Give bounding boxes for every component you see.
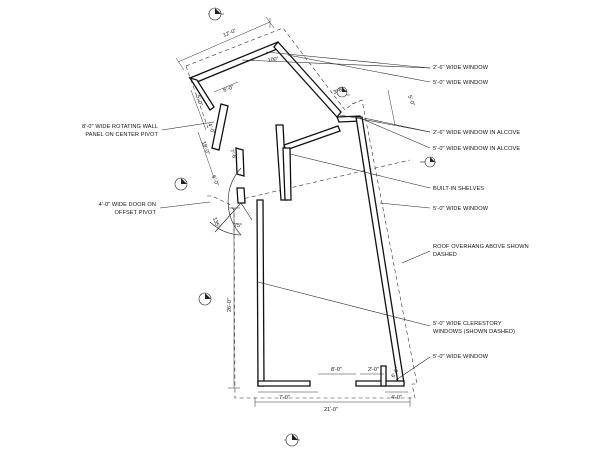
dim-100: 100° [267, 56, 279, 64]
note-rotating-panel-line-2: PANEL ON CENTER PIVOT [85, 132, 158, 138]
section-marker-upper-right [336, 86, 348, 98]
clerestory-dashed-line [237, 159, 411, 201]
dim-4-0b: 4'-0" [391, 395, 402, 401]
note-door-line-1: 4'-0" WIDE DOOR ON [99, 202, 156, 208]
dim-26-0: 26'-0" [227, 298, 233, 312]
section-marker-top [208, 7, 224, 21]
dim-4-0: 4'-0" [206, 123, 215, 135]
dim-5-0a: 5'-0" [194, 95, 203, 107]
dim-5-0b: 5'-0" [406, 95, 415, 107]
section-marker-bottom [284, 433, 300, 447]
dimension-labels: 12'-0" 100° 3'-6" 6'-0" 5'-0" 5'-0" 4'-0… [194, 28, 415, 413]
dim-6-0c: 6'-0" [391, 367, 402, 379]
dim-6-0b: 6'-0" [210, 175, 219, 187]
note-roof-overhang-line-2: DASHED [433, 252, 457, 258]
note-clerestory-line-1: 5'-0" WIDE CLERESTORY [433, 321, 502, 327]
section-marker-left [174, 177, 188, 191]
section-marker-lower-left [198, 292, 212, 306]
note-clerestory-line-2: WINDOWS (SHOWN DASHED) [433, 329, 515, 335]
roof-overhang-outline [185, 27, 418, 399]
dim-18-0: 18'-0" [200, 141, 210, 156]
note-rotating-panel-line-1: 8'-0" WIDE ROTATING WALL [82, 124, 158, 130]
dim-6-0: 6'-0" [223, 85, 235, 94]
annotations: 2'-6" WIDE WINDOW 5'-0" WIDE WINDOW 2'-6… [82, 65, 529, 360]
dim-2-0: 2'-0" [368, 367, 379, 373]
section-marker-right [420, 156, 436, 168]
dim-21-0: 21'-0" [324, 407, 338, 413]
dim-75: 75° [234, 223, 242, 229]
note-builtin-shelves: BUILT-IN SHELVES [433, 186, 484, 192]
note-roof-overhang-line-1: ROOF OVERHANG ABOVE SHOWN [433, 244, 529, 250]
note-window-2-6-alcove: 2'-6" WIDE WINDOW IN ALCOVE [433, 130, 520, 136]
note-window-5-0-bottom: 5'-0" WIDE WINDOW [433, 354, 489, 360]
note-window-5-0-mid: 5'-0" WIDE WINDOW [433, 206, 489, 212]
dimension-lines [175, 16, 411, 407]
exterior-walls [188, 40, 405, 387]
dim-135: 135° [211, 217, 220, 230]
note-window-2-6-top: 2'-6" WIDE WINDOW [433, 65, 489, 71]
note-door-line-2: OFFSET PIVOT [114, 210, 156, 216]
dim-12-0: 12'-0" [222, 28, 237, 39]
dim-7-0: 7'-0" [279, 395, 290, 401]
note-window-5-0-top: 5'-0" WIDE WINDOW [433, 80, 489, 86]
dim-8-0: 8'-0" [331, 367, 342, 373]
leader-lines [159, 51, 431, 381]
note-window-5-0-alcove: 5'-0" WIDE WINDOW IN ALCOVE [433, 146, 520, 152]
dim-3-6: 3'-6" [333, 87, 345, 96]
dim-7-6: 7'-6" [228, 149, 237, 161]
